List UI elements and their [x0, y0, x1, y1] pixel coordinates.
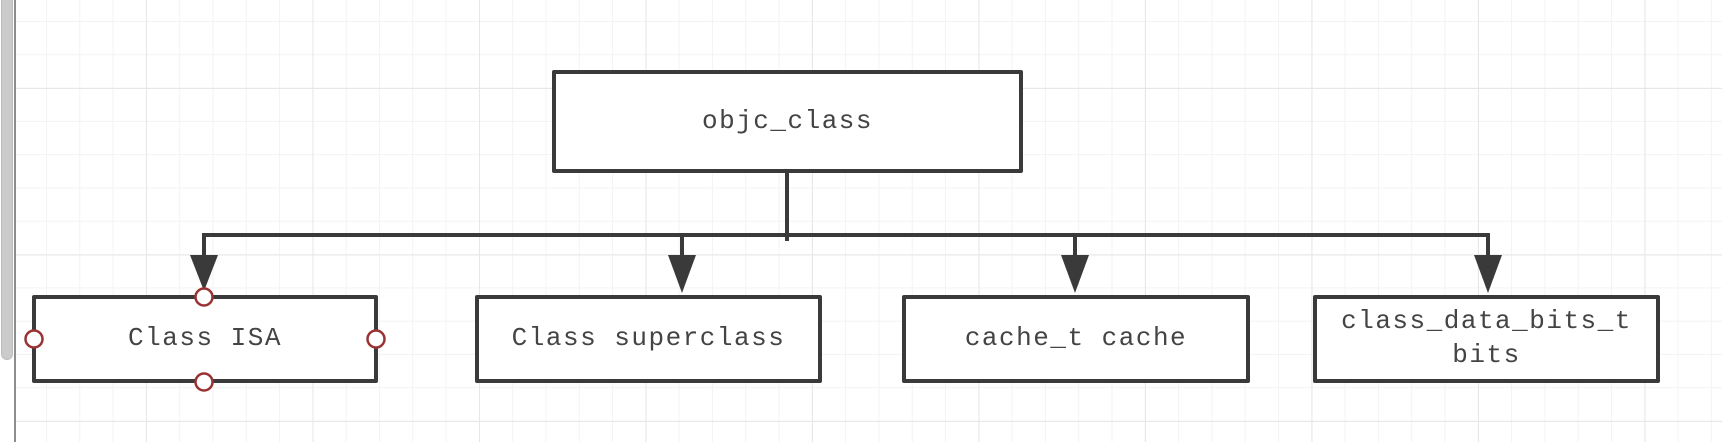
node-label: cache_t cache	[964, 323, 1188, 354]
diagram-node-class-isa[interactable]: Class ISA	[32, 295, 378, 383]
diagram-node-cache-t-cache[interactable]: cache_t cache	[902, 295, 1250, 383]
node-label: objc_class	[701, 105, 874, 136]
diagram-node-objc-class[interactable]: objc_class	[552, 70, 1023, 173]
diagram-node-class-data-bits[interactable]: class_data_bits_t bits	[1313, 295, 1660, 383]
node-label: Class superclass	[511, 323, 786, 354]
node-label: class_data_bits_t bits	[1341, 306, 1632, 370]
diagram-node-class-superclass[interactable]: Class superclass	[475, 295, 822, 383]
vertical-scrollbar-thumb[interactable]	[1, 0, 13, 360]
vertical-scrollbar-track[interactable]	[0, 0, 14, 442]
node-label: Class ISA	[128, 323, 282, 354]
canvas-left-border	[14, 0, 16, 442]
